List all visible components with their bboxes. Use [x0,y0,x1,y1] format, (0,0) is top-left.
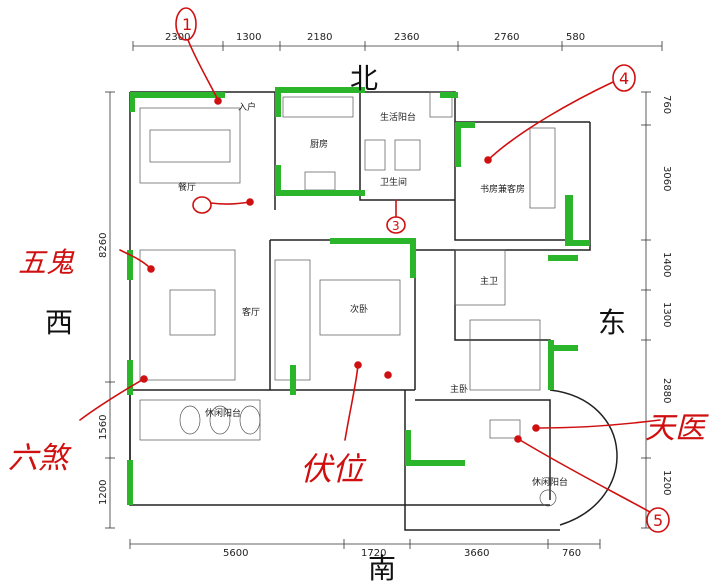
red-annotations [79,7,670,533]
dim-top-6: 580 [566,32,585,43]
interior-lines [139,91,557,507]
direction-east: 东 [598,306,626,339]
annotation-wugui: 五鬼 [18,246,75,279]
annotation-tianyi: 天医 [645,411,709,446]
room-dining: 餐厅 [178,181,196,193]
annotation-fuwei: 伏位 [300,450,367,488]
dim-top-5: 2760 [494,32,519,43]
room-master-bedroom: 主卧 [450,383,468,395]
dimension-lines [105,41,663,549]
dim-left-2: 1560 [98,415,109,440]
room-leisure-balcony-left: 休闲阳台 [205,407,241,419]
annotation-liusha: 六煞 [8,441,72,476]
dim-top-3: 2180 [307,32,332,43]
room-kitchen: 厨房 [310,138,328,150]
walls [129,91,618,531]
annotation-number-1: 1 [182,15,192,34]
dim-left-1: 8260 [98,233,109,258]
dim-right-2: 3060 [661,166,672,191]
annotation-number-4: 4 [619,69,629,88]
direction-west: 西 [45,306,73,339]
dim-right-6: 1200 [661,470,672,495]
room-bathroom: 卫生间 [380,176,407,188]
room-leisure-balcony-right: 休闲阳台 [532,476,568,488]
dim-right-1: 760 [661,95,672,114]
dim-left-3: 1200 [98,480,109,505]
dim-bottom-4: 760 [562,548,581,559]
room-second-bedroom: 次卧 [350,303,368,315]
room-living: 客厅 [242,306,260,318]
annotation-number-3: 3 [392,219,400,233]
dim-right-4: 1300 [661,302,672,327]
dim-bottom-2: 1720 [361,548,386,559]
dim-top-1: 2300 [165,32,190,43]
direction-north: 北 [350,62,378,95]
dim-right-3: 1400 [661,252,672,277]
annotation-number-5: 5 [653,511,663,530]
dim-bottom-1: 5600 [223,548,248,559]
dim-top-4: 2360 [394,32,419,43]
direction-south: 南 [368,552,396,585]
room-service-balcony: 生活阳台 [380,111,416,123]
dim-right-5: 2880 [661,378,672,403]
green-wall-accents [127,87,590,505]
dim-top-2: 1300 [236,32,261,43]
room-study: 书房兼客房 [480,183,525,195]
room-entrance: 入户 [238,101,256,113]
dim-bottom-3: 3660 [464,548,489,559]
room-master-bath: 主卫 [480,275,498,287]
